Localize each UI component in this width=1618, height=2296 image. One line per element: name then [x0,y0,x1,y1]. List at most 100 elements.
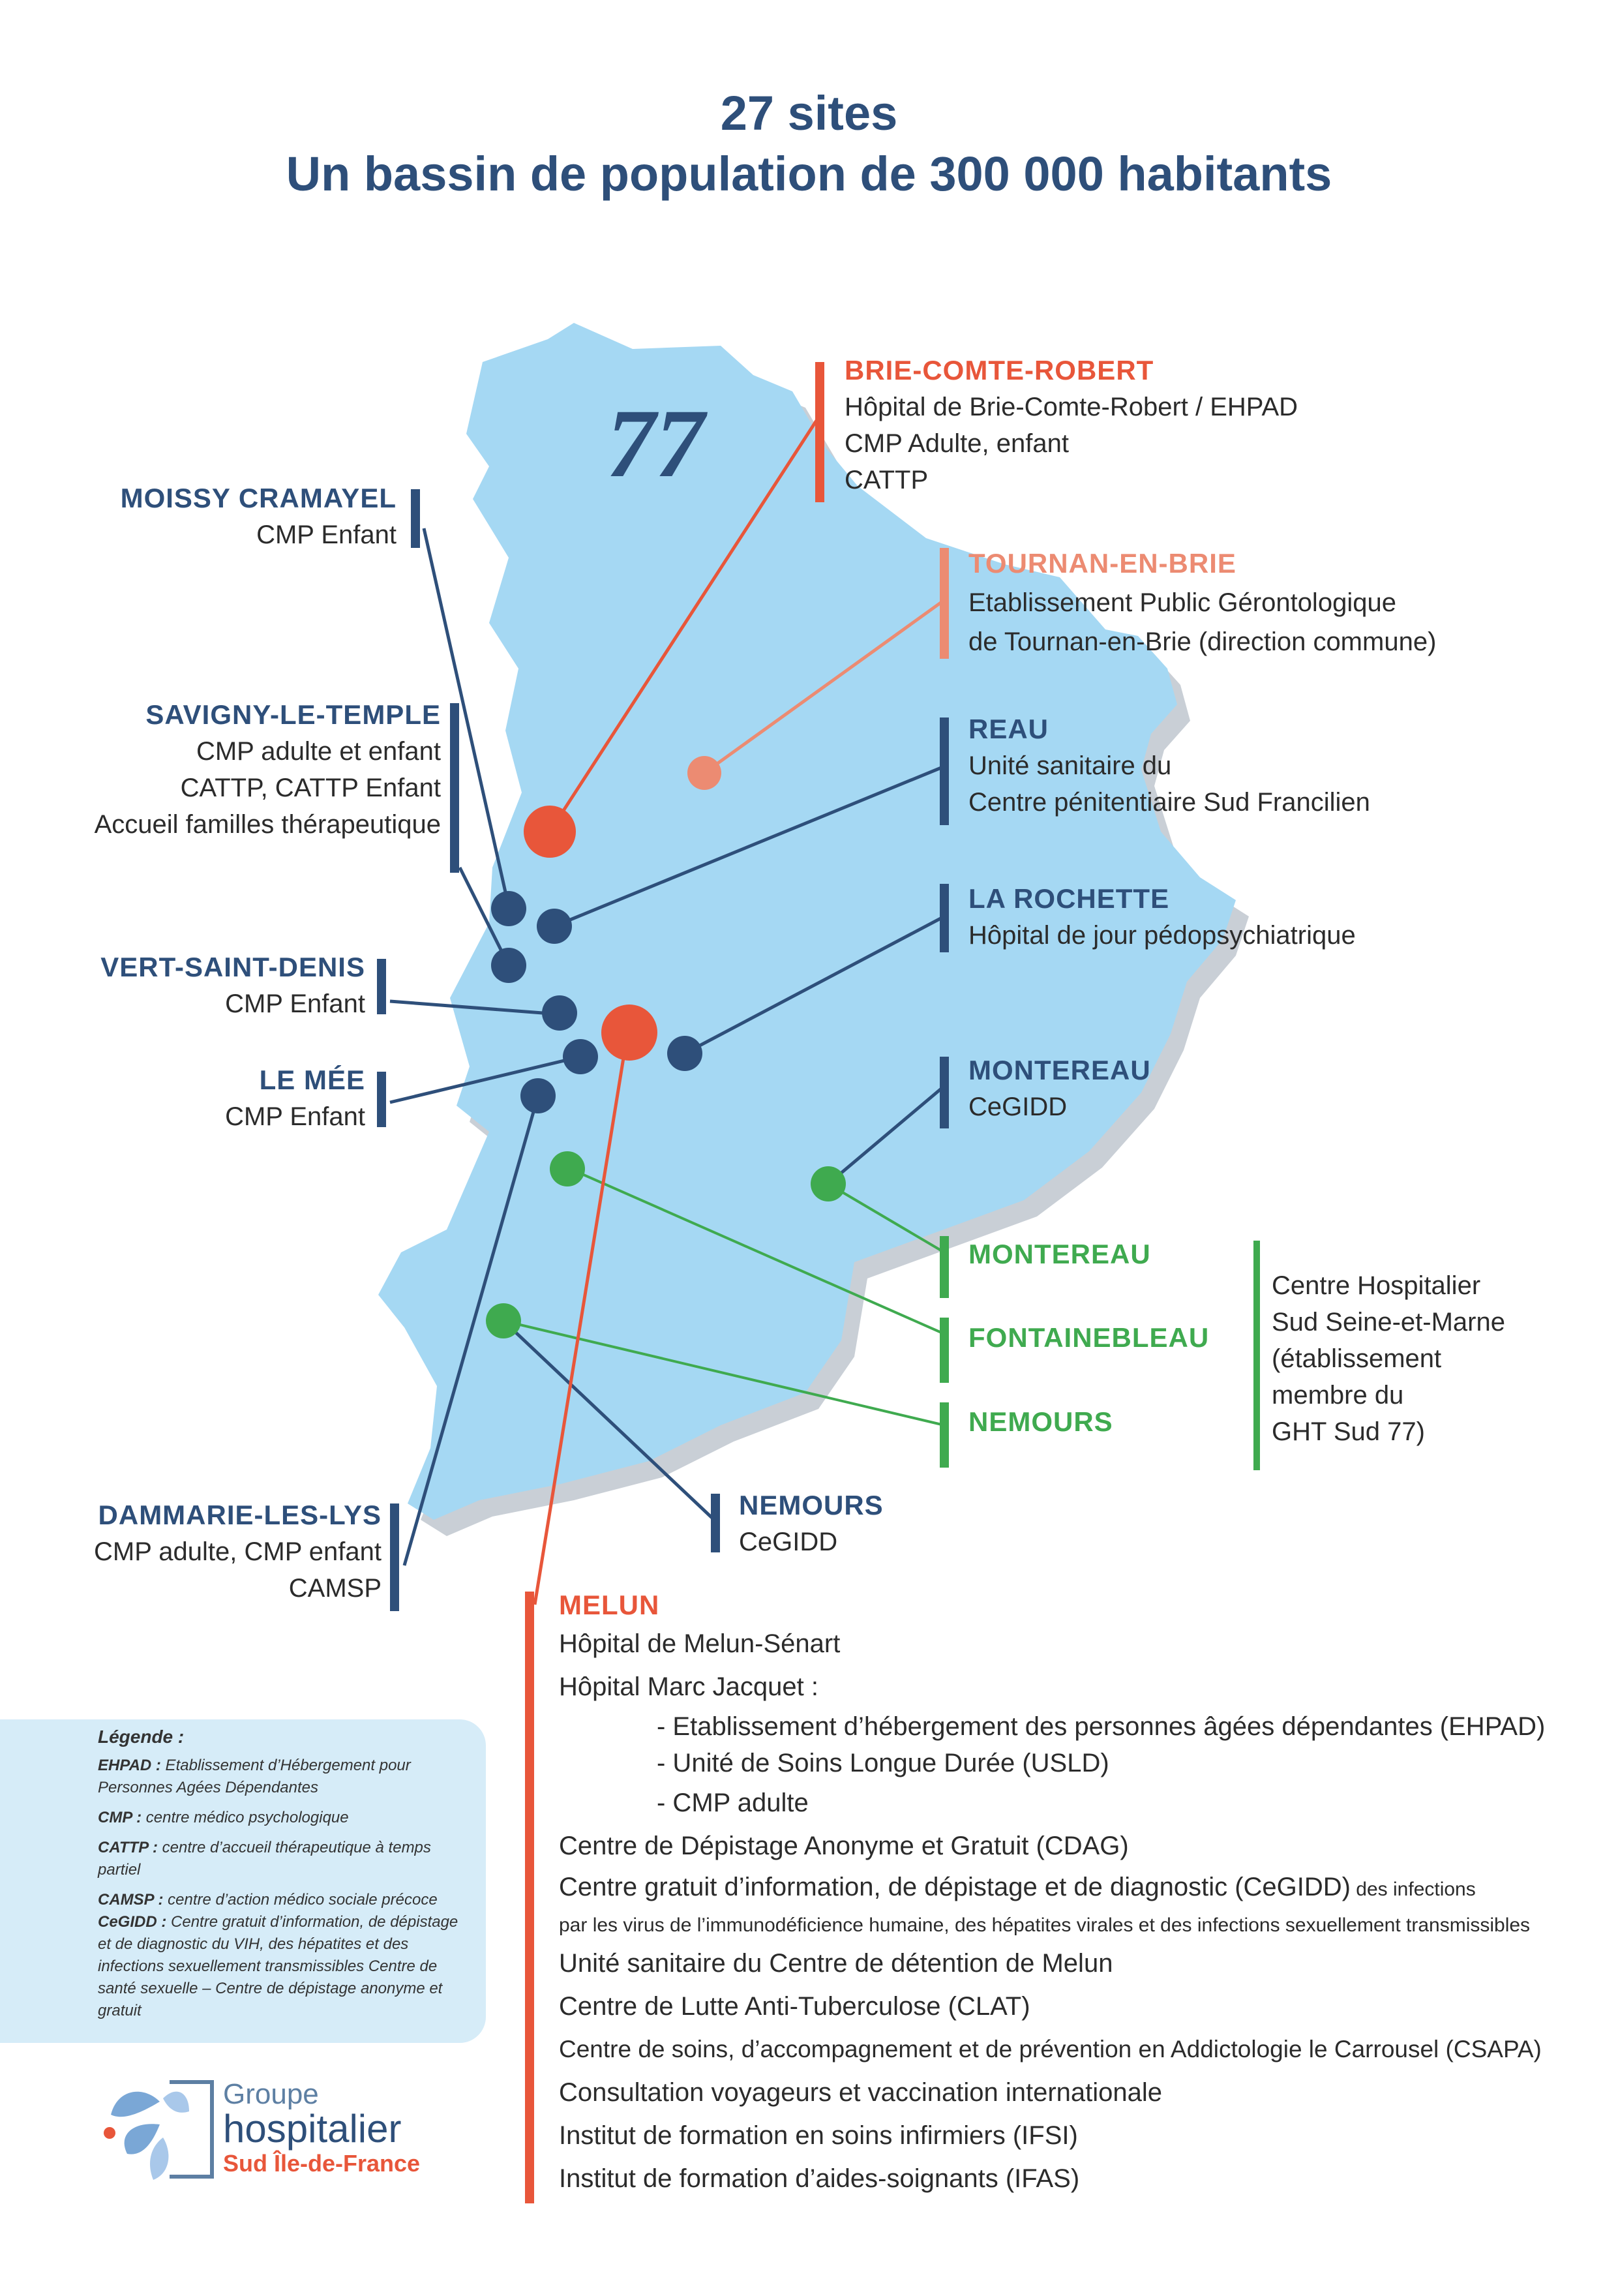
nemours-cegidd-line-1: CeGIDD [739,1528,838,1556]
reau-name: REAU [968,714,1049,744]
bar-nemours-green [940,1402,949,1468]
tournan-line-1: Etablissement Public Gérontologique [968,588,1396,617]
rochette-name: LA ROCHETTE [968,883,1170,914]
melun-line-7: Centre gratuit d’information, de dépista… [559,1867,1545,1909]
tournan-name: TOURNAN-EN-BRIE [968,548,1236,579]
melun-line-10: Centre de Lutte Anti-Tuberculose (CLAT) [559,1992,1030,2021]
lemee-line-1: CMP Enfant [225,1102,365,1131]
savigny-line-1: CMP adulte et enfant [196,737,441,766]
melun-line-4: - Unité de Soins Longue Durée (USLD) [657,1749,1109,1777]
logo-line-3: Sud Île-de-France [223,2150,421,2177]
reau-line-2: Centre pénitentiaire Sud Francilien [968,788,1370,817]
nemours-cegidd-name: NEMOURS [739,1490,884,1520]
bar-montereau-green [940,1236,949,1298]
moissy-line-1: CMP Enfant [256,521,397,549]
marker-reau [537,909,572,944]
marker-dammarie [520,1078,556,1113]
line-montereau-green [827,1183,946,1254]
chssm-line-1: Centre Hospitalier [1272,1271,1481,1300]
label-montereau-green: MONTEREAU [968,1236,1151,1273]
bar-moissy [411,489,420,548]
nemours-green-name: NEMOURS [968,1406,1113,1437]
marker-vert [542,995,577,1031]
bar-vert [377,959,386,1014]
label-reau: REAU Unité sanitaire du Centre pénitenti… [968,711,1370,821]
page-title: 27 sites Un bassin de population de 300 … [0,83,1618,204]
marker-rochette [667,1036,702,1071]
line-dammarie [402,1095,540,1566]
melun-line-2: Hôpital Marc Jacquet : [559,1672,818,1701]
melun-line-8: par les virus de l’immunodéficience huma… [559,1914,1531,1936]
label-lemee: LE MÉE CMP Enfant [26,1062,365,1135]
bar-melun [525,1592,534,2203]
marker-brie [524,806,576,858]
line-moissy [422,528,511,907]
legend-box: Légende : EHPAD : Etablissement d’Héberg… [0,1719,486,2043]
map-land [378,323,1236,1520]
label-fontainebleau: FONTAINEBLEAU [968,1320,1209,1356]
label-brie: BRIE-COMTE-ROBERT Hôpital de Brie-Comte-… [845,352,1298,498]
melun-name: MELUN [559,1590,660,1620]
line-melun [533,1033,629,1605]
melun-line-7-main: Centre gratuit d’information, de dépista… [559,1873,1351,1901]
brie-line-2: CMP Adulte, enfant [845,429,1069,458]
label-vert: VERT-SAINT-DENIS CMP Enfant [26,949,365,1022]
line-fontainebleau [567,1166,945,1335]
melun-line-1: Hôpital de Melun-Sénart [559,1629,841,1658]
legend-cmp: CMP : centre médico psychologique [98,1809,349,1826]
tournan-line-2: de Tournan-en-Brie (direction commune) [968,627,1437,656]
logo-icon [104,2080,214,2180]
label-melun: MELUN Hôpital de Melun-Sénart Hôpital Ma… [559,1588,1545,2200]
marker-nemours [486,1303,521,1338]
dammarie-line-1: CMP adulte, CMP enfant [94,1537,382,1566]
melun-line-14: Institut de formation d’aides-soignants … [559,2164,1080,2193]
legend-title: Légende : [98,1727,185,1747]
bar-savigny [450,703,459,873]
brie-line-3: CATTP [845,466,929,494]
lemee-name: LE MÉE [259,1065,365,1095]
reau-line-1: Unité sanitaire du [968,751,1172,780]
line-vert [389,999,560,1016]
vert-line-1: CMP Enfant [225,989,365,1018]
savigny-name: SAVIGNY-LE-TEMPLE [145,699,441,730]
chssm-line-2: Sud Seine-et-Marne [1272,1308,1505,1337]
melun-line-6: Centre de Dépistage Anonyme et Gratuit (… [559,1832,1129,1860]
title-line-1: 27 sites [720,86,898,140]
bar-fontainebleau [940,1318,949,1383]
melun-line-3: - Etablissement d’hébergement des person… [657,1712,1546,1741]
label-chssm: Centre Hospitalier Sud Seine-et-Marne (é… [1272,1267,1505,1450]
rochette-line-1: Hôpital de jour pédopsychiatrique [968,921,1356,950]
line-reau [554,764,945,928]
melun-line-9: Unité sanitaire du Centre de détention d… [559,1949,1113,1978]
vert-name: VERT-SAINT-DENIS [100,952,365,982]
bar-dammarie [390,1503,399,1611]
line-rochette [683,914,946,1055]
brie-line-1: Hôpital de Brie-Comte-Robert / EHPAD [845,393,1298,421]
moissy-name: MOISSY CRAMAYEL [120,483,397,513]
bar-lemee [377,1072,386,1127]
melun-line-13: Institut de formation en soins infirmier… [559,2121,1078,2150]
line-lemee [389,1055,581,1104]
label-savigny: SAVIGNY-LE-TEMPLE CMP adulte et enfant C… [39,697,441,843]
chssm-line-4: membre du [1272,1381,1404,1410]
line-montereau-cegidd [827,1085,946,1185]
chssm-line-3: (établissement [1272,1344,1442,1373]
line-nemours-cegidd [502,1320,715,1521]
fontainebleau-name: FONTAINEBLEAU [968,1322,1210,1353]
brie-name: BRIE-COMTE-ROBERT [845,355,1154,385]
label-nemours-cegidd: NEMOURS CeGIDD [739,1487,884,1560]
legend-cattp: CATTP : centre d’accueil thérapeutique à… [98,1839,431,1879]
bar-montereau-cegidd [940,1057,949,1128]
dammarie-line-2: CAMSP [288,1574,382,1603]
marker-tournan [687,756,721,790]
dammarie-name: DAMMARIE-LES-LYS [98,1500,382,1530]
marker-lemee [563,1039,598,1074]
melun-line-12: Consultation voyageurs et vaccination in… [559,2078,1163,2107]
melun-line-7-suffix: des infections [1350,1879,1476,1900]
department-number: 77 [607,389,708,498]
line-tournan [703,598,946,775]
label-moissy: MOISSY CRAMAYEL CMP Enfant [52,480,397,553]
logo-line-2: hospitalier [223,2107,402,2151]
label-dammarie: DAMMARIE-LES-LYS CMP adulte, CMP enfant … [26,1497,382,1607]
